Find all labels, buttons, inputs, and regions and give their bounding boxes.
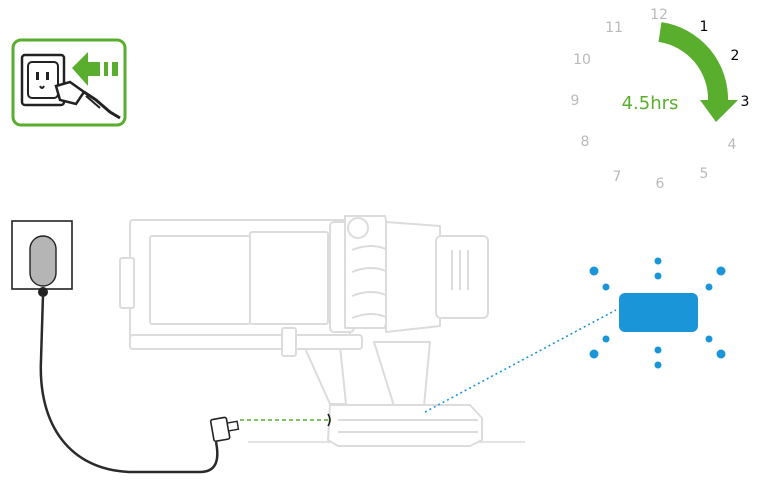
vacuum-cleaner-outline <box>119 215 489 447</box>
clock-number-11: 11 <box>605 20 623 36</box>
light-leader-line <box>424 309 617 413</box>
clock-number-9: 9 <box>571 93 580 109</box>
charging-cable <box>39 294 219 474</box>
clock-number-4: 4 <box>728 137 737 153</box>
charge-progress-arc <box>658 22 729 103</box>
clock-number-12: 12 <box>650 7 668 23</box>
plug-into-socket-icon <box>11 38 127 127</box>
clock-number-1: 1 <box>700 19 709 35</box>
charge-progress-arrowhead <box>700 100 738 122</box>
charging-port-marker <box>327 413 331 427</box>
charge-duration-label: 4.5hrs <box>622 93 679 114</box>
clock-number-2: 2 <box>731 48 740 64</box>
charging-time-clock: 12 1 2 3 4 5 6 7 8 9 10 11 4.5hrs <box>571 7 750 192</box>
clock-number-3: 3 <box>741 94 750 110</box>
clock-number-8: 8 <box>581 134 590 150</box>
clock-number-10: 10 <box>573 52 591 68</box>
charger-plug-connector <box>209 416 240 443</box>
glowing-battery-light-icon <box>589 257 726 369</box>
clock-number-7: 7 <box>613 169 622 185</box>
clock-number-5: 5 <box>700 166 709 182</box>
wall-charger-icon <box>11 220 73 297</box>
clock-number-6: 6 <box>656 176 665 192</box>
